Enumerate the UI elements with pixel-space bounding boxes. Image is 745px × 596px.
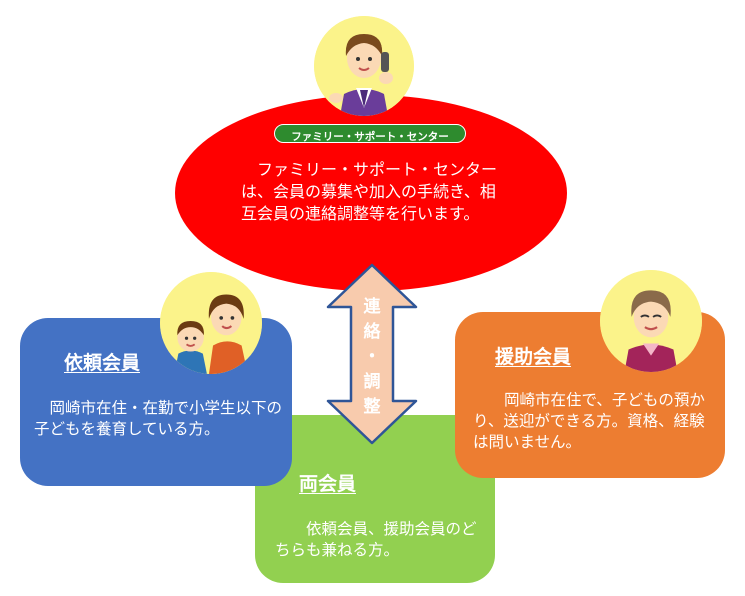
supporting-member-title: 援助会員 <box>495 346 572 368</box>
requesting-member-description: 岡崎市在住・在勤で小学生以下の子どもを養育している方。 <box>34 399 283 438</box>
elderly-woman-icon <box>600 270 702 372</box>
staff-with-phone-icon <box>314 16 414 116</box>
both-member-description: 依頼会員、援助会員のどちらも兼ねる方。 <box>275 520 477 559</box>
center-description: ファミリー・サポート・センターは、会員の募集や加入の手続き、相互会員の連絡調整等… <box>241 160 498 223</box>
center-badge: ファミリー・サポート・センター <box>274 124 466 143</box>
supporter-portrait <box>600 270 702 372</box>
arrow-label-char-1: 連 <box>363 297 381 317</box>
arrow-label-char-3: 調 <box>363 372 381 392</box>
parent-child-portrait <box>160 272 262 374</box>
supporting-member-description: 岡崎市在住で、子どもの預かり、送迎ができる方。資格、経験は問いません。 <box>473 391 705 451</box>
arrow-label-dot: ・ <box>363 347 381 367</box>
staff-portrait <box>314 16 414 116</box>
arrow-label: 連 絡 ・ 調 整 <box>356 295 388 420</box>
both-member-title: 両会員 <box>299 473 357 495</box>
arrow-label-char-4: 整 <box>363 397 381 417</box>
mother-and-child-icon <box>160 272 262 374</box>
arrow-label-char-2: 絡 <box>363 322 381 342</box>
center-badge-label: ファミリー・サポート・センター <box>291 131 449 143</box>
requesting-member-title: 依頼会員 <box>64 352 141 374</box>
coordination-arrow <box>326 263 418 445</box>
